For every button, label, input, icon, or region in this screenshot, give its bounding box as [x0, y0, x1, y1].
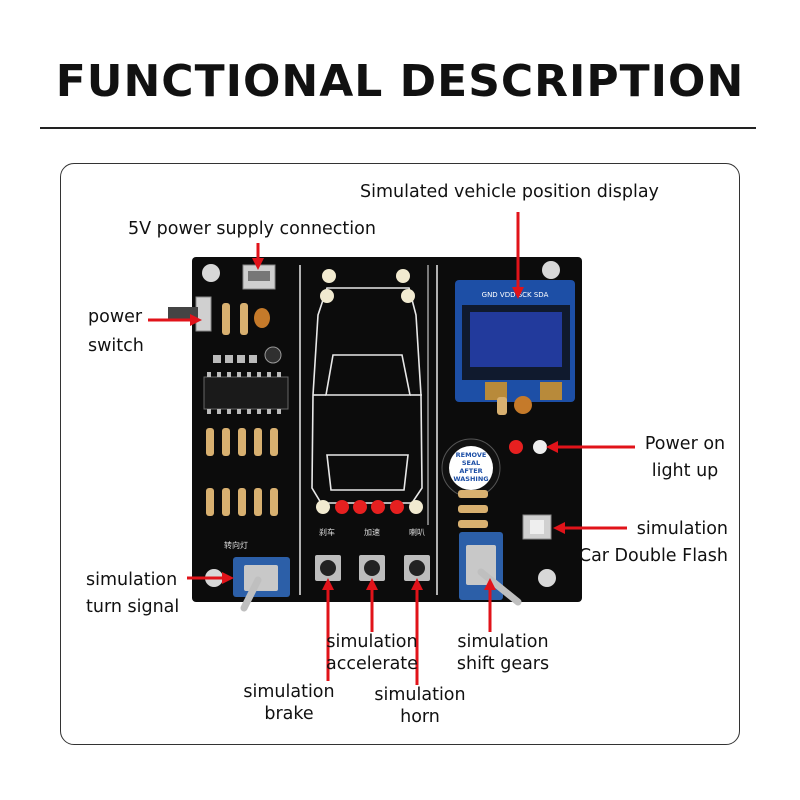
svg-text:WASHING: WASHING — [453, 475, 488, 483]
svg-text:刹车: 刹车 — [319, 527, 335, 537]
ic-chip — [203, 372, 289, 414]
callout-arrows — [148, 212, 635, 685]
svg-text:喇叭: 喇叭 — [409, 527, 425, 537]
label-power-switch: power switch — [88, 305, 144, 359]
diagram-frame — [60, 163, 740, 745]
power-led-white — [533, 440, 547, 454]
label-shift-gears: simulation shift gears — [448, 630, 558, 677]
label-double-flash-line1: simulation — [636, 519, 728, 539]
svg-text:加速: 加速 — [364, 527, 380, 537]
label-accelerate: simulation accelerate — [324, 630, 420, 677]
label-turn-signal: simulation turn signal — [86, 568, 179, 620]
double-flash-switch — [522, 514, 552, 540]
resistor-array — [206, 428, 278, 516]
label-power-switch-line2: switch — [88, 336, 144, 356]
screw-icon — [538, 569, 556, 587]
label-brake-line1: simulation — [243, 682, 335, 702]
label-horn-line2: horn — [400, 707, 440, 727]
header-pins — [213, 355, 257, 363]
car-leds — [316, 269, 423, 514]
capacitor — [264, 346, 282, 364]
power-switch — [168, 296, 212, 332]
accelerate-button — [359, 555, 385, 581]
label-horn-line1: simulation — [374, 685, 466, 705]
page-title: FUNCTIONAL DESCRIPTION — [55, 56, 745, 107]
label-shift-gears-line1: simulation — [457, 632, 549, 652]
label-horn: simulation horn — [368, 683, 472, 730]
resistor — [497, 397, 507, 415]
label-power-on: Power on light up — [637, 432, 733, 484]
label-brake: simulation brake — [237, 680, 341, 727]
buzzer: REMOVE SEAL AFTER WASHING — [441, 438, 501, 498]
svg-text:AFTER: AFTER — [459, 467, 482, 475]
label-power-on-line2: light up — [651, 461, 719, 481]
title-divider — [40, 127, 756, 129]
button-silkscreen: 刹车 加速 喇叭 — [319, 527, 425, 537]
label-brake-line2: brake — [264, 704, 314, 724]
label-display: Simulated vehicle position display — [360, 182, 659, 202]
svg-text:SEAL: SEAL — [462, 459, 480, 467]
svg-text:REMOVE: REMOVE — [456, 451, 487, 459]
label-accelerate-line2: accelerate — [326, 654, 418, 674]
label-double-flash-line2: Car Double Flash — [578, 546, 728, 566]
usb-connector — [242, 264, 276, 290]
turn-signal-silkscreen: 转向灯 — [224, 540, 248, 550]
label-double-flash: simulation Car Double Flash — [560, 517, 728, 569]
label-accelerate-line1: simulation — [326, 632, 418, 652]
screw-icon — [202, 264, 220, 282]
screw-icon — [542, 261, 560, 279]
resistor-group-top — [222, 303, 270, 335]
label-power-switch-line1: power — [88, 307, 143, 327]
oled-display: GND VDD SCK SDA — [455, 280, 575, 402]
horn-button — [404, 555, 430, 581]
power-led-red — [509, 440, 523, 454]
turn-signal-toggle — [233, 557, 290, 612]
brake-button — [315, 555, 341, 581]
label-shift-gears-line2: shift gears — [456, 654, 550, 674]
label-turn-signal-line2: turn signal — [86, 597, 180, 617]
label-power-supply: 5V power supply connection — [128, 219, 376, 239]
resistor-group-right — [458, 490, 488, 528]
potentiometer — [514, 396, 532, 414]
oled-pin-labels: GND VDD SCK SDA — [482, 291, 549, 299]
label-power-on-line1: Power on — [644, 434, 726, 454]
label-turn-signal-line1: simulation — [86, 570, 178, 590]
